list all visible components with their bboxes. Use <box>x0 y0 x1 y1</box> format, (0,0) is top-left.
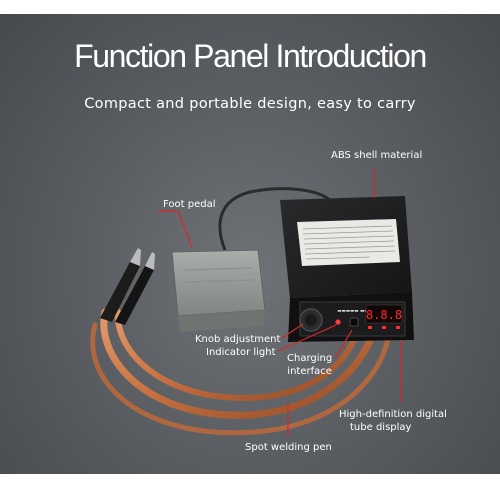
page-title: Function Panel Introduction <box>74 38 427 74</box>
page-subtitle: Compact and portable design, easy to car… <box>84 96 416 112</box>
digital-tube-display: 8.8.8 <box>365 304 403 329</box>
label-display-line2: tube display <box>350 422 412 433</box>
svg-text:▬▬▬▬▬ ▬▬▬: ▬▬▬▬▬ ▬▬▬ <box>337 309 372 314</box>
bottom-margin <box>0 474 500 500</box>
foot-pedal <box>171 249 266 332</box>
spot-welding-pen <box>100 248 155 325</box>
pedal-cable <box>218 187 331 251</box>
display-readout: 8.8.8 <box>366 308 402 322</box>
label-indicator-light: Indicator light <box>206 347 276 358</box>
label-charging-line1: Charging <box>287 353 333 364</box>
adjustment-knob <box>299 308 323 332</box>
pointer-lines <box>158 168 402 437</box>
label-foot-pedal: Foot pedal <box>163 199 216 210</box>
label-abs-shell: ABS shell material <box>331 150 423 161</box>
label-spot-welding-pen: Spot welding pen <box>245 442 332 453</box>
charging-port <box>349 317 359 327</box>
welder-device: ▬▬▬▬▬ ▬▬▬ <box>280 196 414 342</box>
copper-cables <box>90 308 391 436</box>
label-charging-line2: interface <box>287 366 332 377</box>
label-digital-display: High-definition digital tube display <box>339 408 447 434</box>
label-knob-adjustment: Knob adjustment <box>195 334 281 345</box>
label-charging-interface: Charging interface <box>287 352 332 378</box>
top-margin <box>0 0 500 14</box>
label-display-line1: High-definition digital <box>339 409 447 420</box>
indicator-light <box>335 319 341 325</box>
